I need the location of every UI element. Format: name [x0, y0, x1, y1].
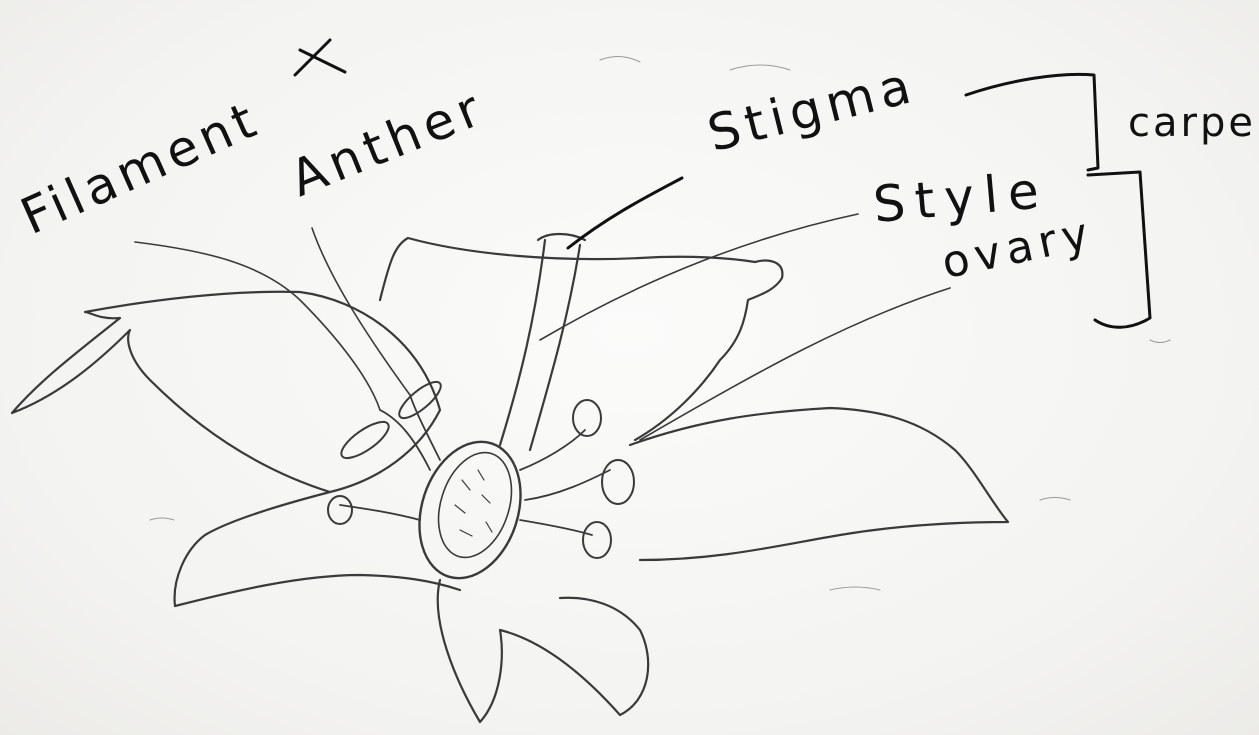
style-tube	[500, 240, 580, 450]
left-petal	[12, 292, 440, 492]
right-petal	[630, 408, 1008, 560]
leader-lines	[135, 178, 950, 440]
ovule-marks	[455, 470, 492, 536]
stamens	[328, 376, 634, 558]
paper-texture	[150, 56, 1170, 590]
cross-mark	[295, 40, 345, 75]
carpel-label: carpel	[1128, 100, 1259, 146]
bottom-petal	[438, 580, 648, 722]
ovary-body	[403, 429, 538, 592]
ovary-inner	[426, 443, 524, 567]
lower-left-petal	[175, 492, 460, 606]
